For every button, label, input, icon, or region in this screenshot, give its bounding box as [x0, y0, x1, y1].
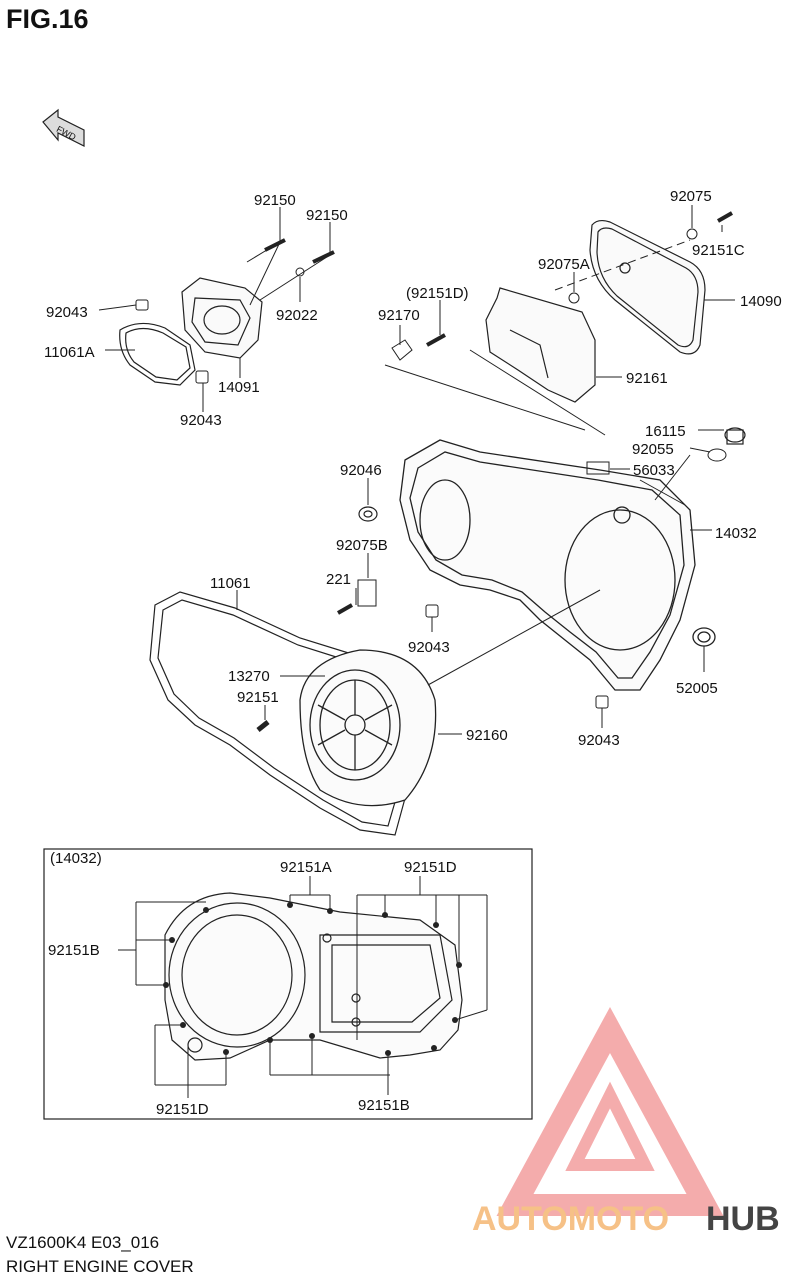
label-92151: 92151 — [237, 689, 279, 706]
watermark-logo — [496, 1006, 724, 1216]
label-16115: 16115 — [645, 423, 686, 440]
label-52005: 52005 — [676, 680, 718, 697]
label-92055: 92055 — [632, 441, 674, 458]
watermark-text-right: HUB — [706, 1200, 780, 1238]
label-92022: 92022 — [276, 307, 318, 324]
cover-14090 — [589, 219, 706, 355]
model-code: VZ1600K4 E03_016 — [6, 1233, 160, 1252]
inset-label-92151A: 92151A — [280, 859, 332, 876]
inset-label-92151B-left: 92151B — [48, 942, 100, 959]
bolt-92151 — [256, 720, 270, 732]
seal-52005 — [692, 627, 716, 647]
watermark-text-left: AUTOMOTO — [472, 1200, 669, 1238]
grommet-92075A — [568, 292, 580, 304]
bolt-221 — [337, 603, 353, 615]
dowel-92043a — [135, 299, 149, 311]
label-92151C: 92151C — [692, 242, 745, 259]
label-56033 — [586, 461, 610, 475]
label-92170: 92170 — [378, 307, 420, 324]
label-92043a: 92043 — [46, 304, 88, 321]
label-92043b: 92043 — [180, 412, 222, 429]
figure-title: FIG.16 — [6, 4, 89, 34]
fwd-arrow-icon: FWD — [42, 108, 85, 147]
diagram-caption: RIGHT ENGINE COVER — [6, 1257, 194, 1276]
label-92075A: 92075A — [538, 256, 590, 273]
inset-leader-lines — [118, 876, 488, 1098]
plug-16115 — [724, 427, 746, 445]
gasket-11061A — [119, 322, 196, 386]
label-14091: 14091 — [218, 379, 260, 396]
label-221: 221 — [326, 571, 351, 588]
cover-14032 — [399, 439, 696, 691]
cover-92161 — [485, 287, 596, 403]
label-11061: 11061 — [210, 575, 251, 592]
label-11061A: 11061A — [44, 344, 95, 361]
gasket-11061 — [149, 591, 411, 836]
dowel-92043d — [595, 695, 609, 709]
bolt-92151D-upper — [426, 333, 446, 347]
bolt-92151C — [717, 211, 733, 223]
label-92150b: 92150 — [306, 207, 348, 224]
label-92075: 92075 — [670, 188, 712, 205]
inset-title: (14032) — [50, 850, 102, 867]
label-92161: 92161 — [626, 370, 668, 387]
label-92043c: 92043 — [408, 639, 450, 656]
clutch-cover-92160 — [299, 649, 437, 807]
inset-box — [43, 848, 533, 1120]
damper-92075B — [357, 579, 377, 607]
inset-label-92151D-top: 92151D — [404, 859, 457, 876]
label-92150a: 92150 — [254, 192, 296, 209]
label-92075B: 92075B — [336, 537, 388, 554]
oring-92055 — [707, 448, 727, 462]
dowel-92043b — [195, 370, 209, 384]
label-92043d: 92043 — [578, 732, 620, 749]
label-14032: 14032 — [715, 525, 757, 542]
bushing-92046 — [358, 506, 378, 522]
label-92160: 92160 — [466, 727, 508, 744]
label-14090: 14090 — [740, 293, 782, 310]
label-92046: 92046 — [340, 462, 382, 479]
label-92151D-paren: (92151D) — [406, 285, 469, 302]
cover-14091 — [181, 277, 263, 359]
label-56033: 56033 — [633, 462, 675, 479]
inset-cover-drawing — [164, 892, 463, 1061]
label-13270: 13270 — [228, 668, 270, 685]
inset-label-92151B-bottom: 92151B — [358, 1097, 410, 1114]
inset-label-92151D-bottom: 92151D — [156, 1101, 209, 1118]
bolt-92150b — [312, 250, 335, 264]
dowel-92043c — [425, 604, 439, 618]
clamp-92170 — [391, 339, 413, 361]
grommet-92075 — [686, 228, 698, 240]
